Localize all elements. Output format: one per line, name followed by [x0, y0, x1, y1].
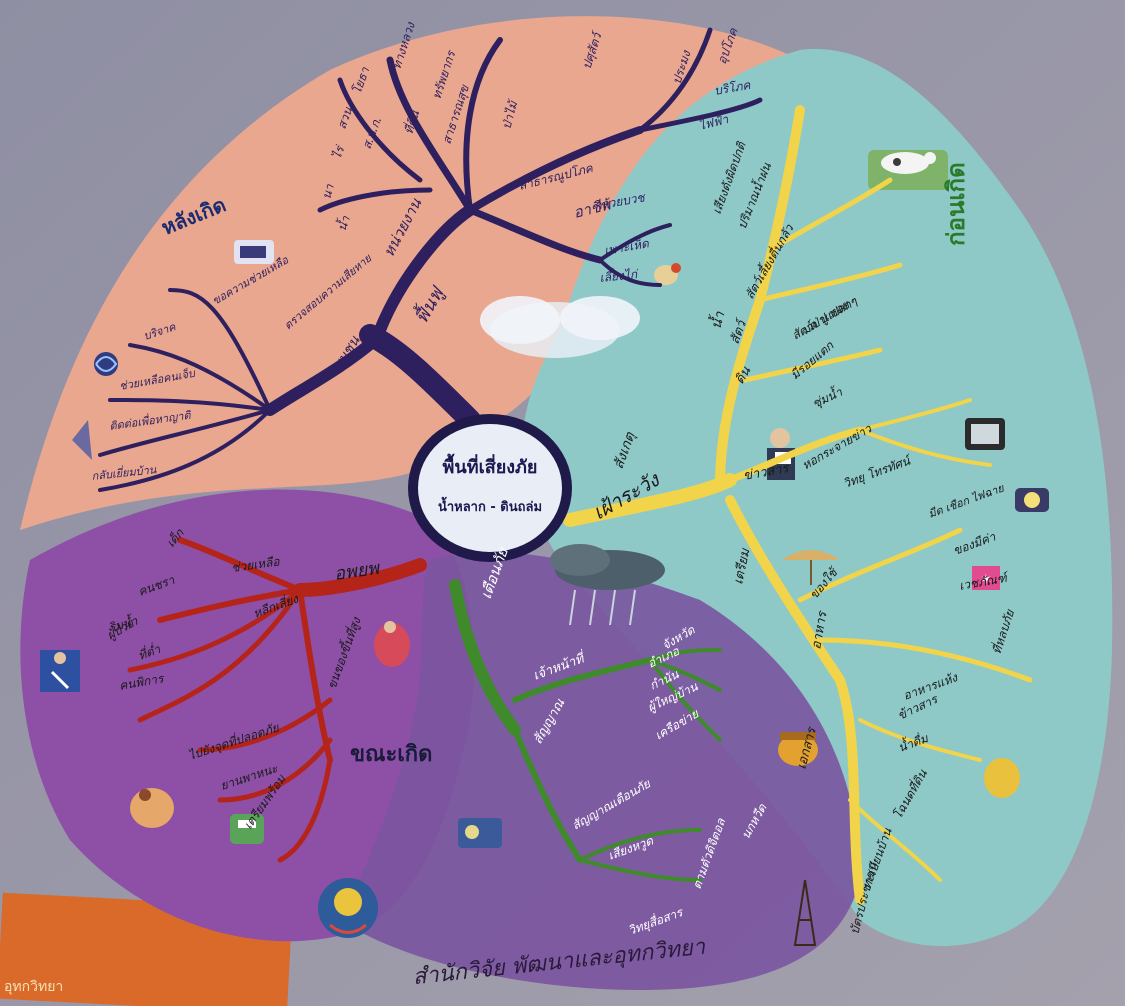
central-title: พื้นที่เสี่ยงภัย [418, 452, 562, 481]
central-subtitle: น้ำหลาก - ดินถล่ม [418, 496, 562, 517]
person-running-icon [40, 650, 80, 692]
globe-icon [94, 352, 118, 376]
corner-text: อุทกวิทยา [4, 976, 63, 998]
seal-logo [318, 878, 378, 938]
flashlight-icon [1015, 488, 1049, 512]
family-icon [130, 788, 174, 828]
water-jug-icon [984, 758, 1020, 798]
tv-icon [965, 418, 1005, 450]
quadrant-before-title: ก่อนเกิด [936, 162, 975, 246]
central-node [408, 414, 572, 562]
radio-icon [458, 818, 502, 848]
truck-icon [234, 240, 274, 264]
quadrant-during-title: ขณะเกิด [350, 736, 432, 771]
